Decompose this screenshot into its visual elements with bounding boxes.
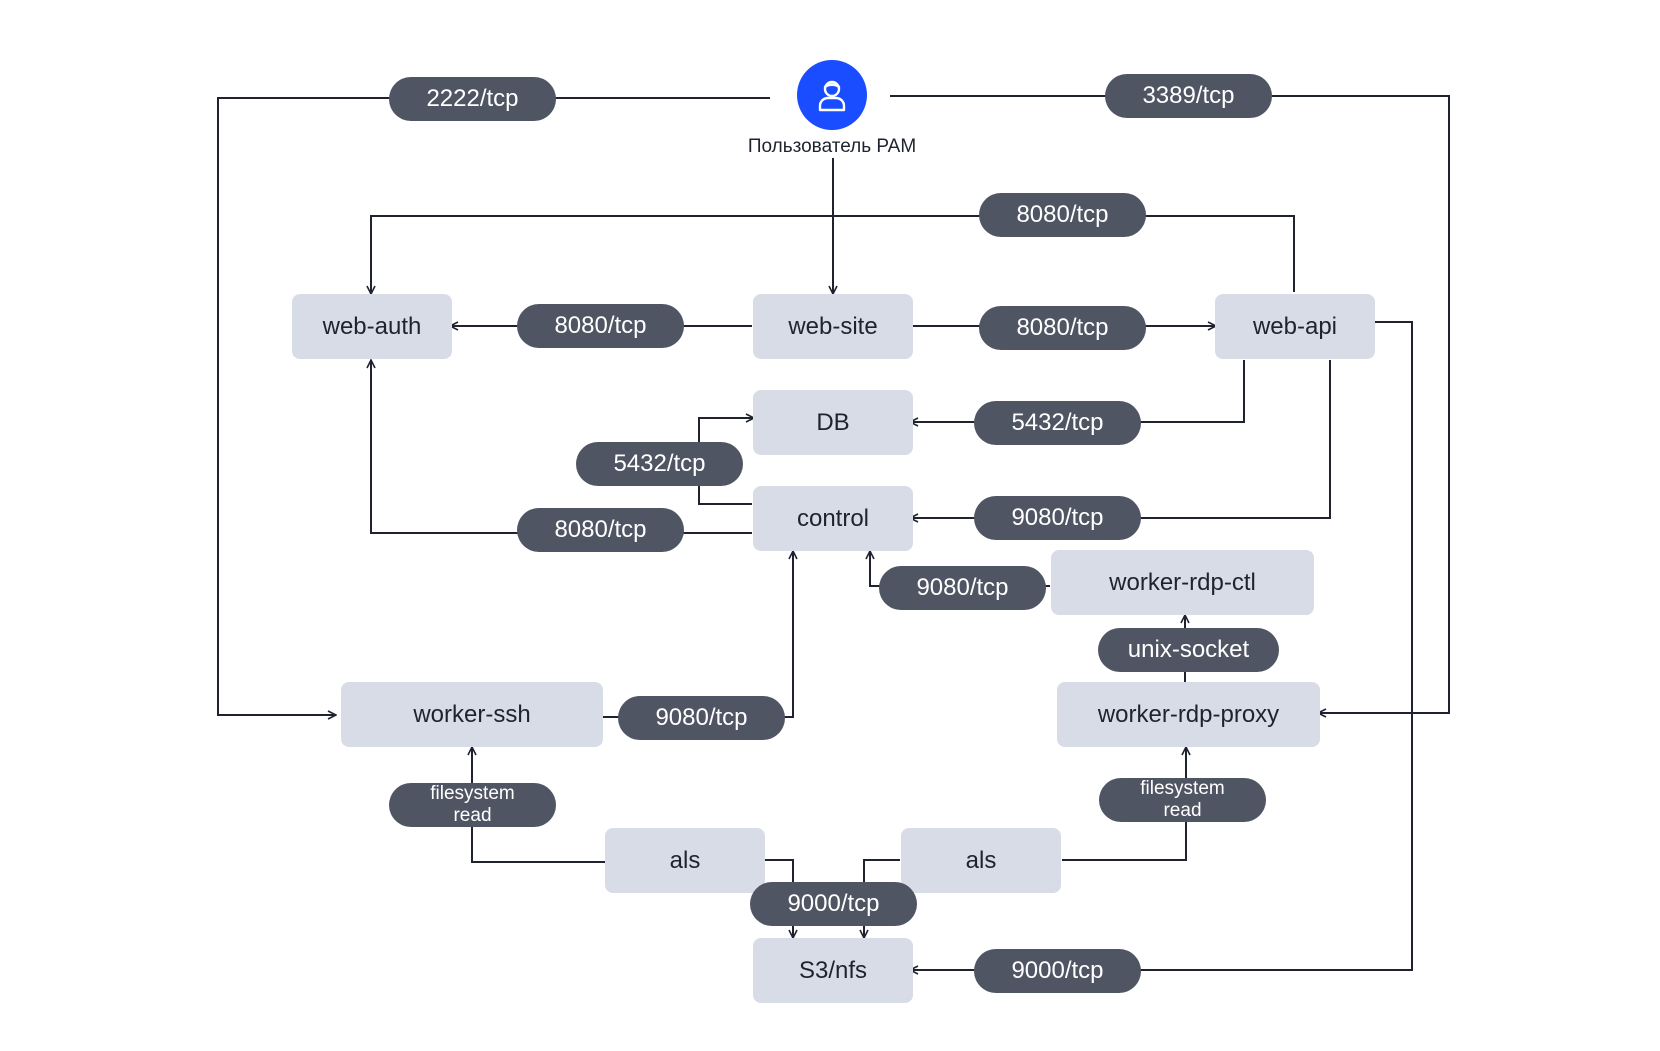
port-label-api-to-s3: 9000/tcp bbox=[974, 949, 1141, 993]
port-label-rdp-user: 3389/tcp bbox=[1105, 74, 1272, 118]
node-als-left[interactable]: als bbox=[605, 828, 765, 893]
node-web-site[interactable]: web-site bbox=[753, 294, 913, 359]
port-label-unix-socket: unix-socket bbox=[1098, 628, 1279, 672]
fs-read-left-line-2: read bbox=[453, 805, 492, 826]
edge-user-to-worker-ssh bbox=[217, 97, 770, 715]
fs-read-right-line-1: filesystem bbox=[1140, 778, 1225, 799]
port-label-rdpctl-to-control: 9080/tcp bbox=[879, 566, 1046, 610]
port-label-api-to-control: 9080/tcp bbox=[974, 496, 1141, 540]
port-label-fs-read-right: filesystem read bbox=[1099, 778, 1266, 822]
user-avatar[interactable] bbox=[797, 60, 867, 130]
node-worker-rdp-proxy[interactable]: worker-rdp-proxy bbox=[1057, 682, 1320, 747]
node-web-auth[interactable]: web-auth bbox=[292, 294, 452, 359]
user-icon bbox=[818, 80, 846, 112]
port-label-fs-read-left: filesystem read bbox=[389, 783, 556, 827]
port-label-site-to-auth: 8080/tcp bbox=[517, 304, 684, 348]
user-label: Пользователь PAM bbox=[747, 136, 917, 157]
node-worker-ssh[interactable]: worker-ssh bbox=[341, 682, 603, 747]
fs-read-right-line-2: read bbox=[1163, 800, 1202, 821]
node-worker-rdp-ctl[interactable]: worker-rdp-ctl bbox=[1051, 550, 1314, 615]
port-label-als-to-s3: 9000/tcp bbox=[750, 882, 917, 926]
node-als-right[interactable]: als bbox=[901, 828, 1061, 893]
edge-worker-ssh-to-control bbox=[602, 551, 793, 718]
node-web-api[interactable]: web-api bbox=[1215, 294, 1375, 359]
node-db[interactable]: DB bbox=[753, 390, 913, 455]
port-label-api-to-db: 5432/tcp bbox=[974, 401, 1141, 445]
port-label-api-to-auth: 8080/tcp bbox=[979, 193, 1146, 237]
port-label-ssh-to-control: 9080/tcp bbox=[618, 696, 785, 740]
fs-read-left-line-1: filesystem bbox=[430, 783, 515, 804]
node-s3-nfs[interactable]: S3/nfs bbox=[753, 938, 913, 1003]
edge-web-api-to-web-auth bbox=[371, 215, 1295, 294]
port-label-control-to-db: 5432/tcp bbox=[576, 442, 743, 486]
port-label-ssh-user: 2222/tcp bbox=[389, 77, 556, 121]
node-control[interactable]: control bbox=[753, 486, 913, 551]
port-label-control-to-auth: 8080/tcp bbox=[517, 508, 684, 552]
edge-user-to-worker-rdp-proxy bbox=[890, 95, 1450, 713]
edge-web-api-to-s3 bbox=[910, 321, 1413, 970]
port-label-site-to-api: 8080/tcp bbox=[979, 306, 1146, 350]
